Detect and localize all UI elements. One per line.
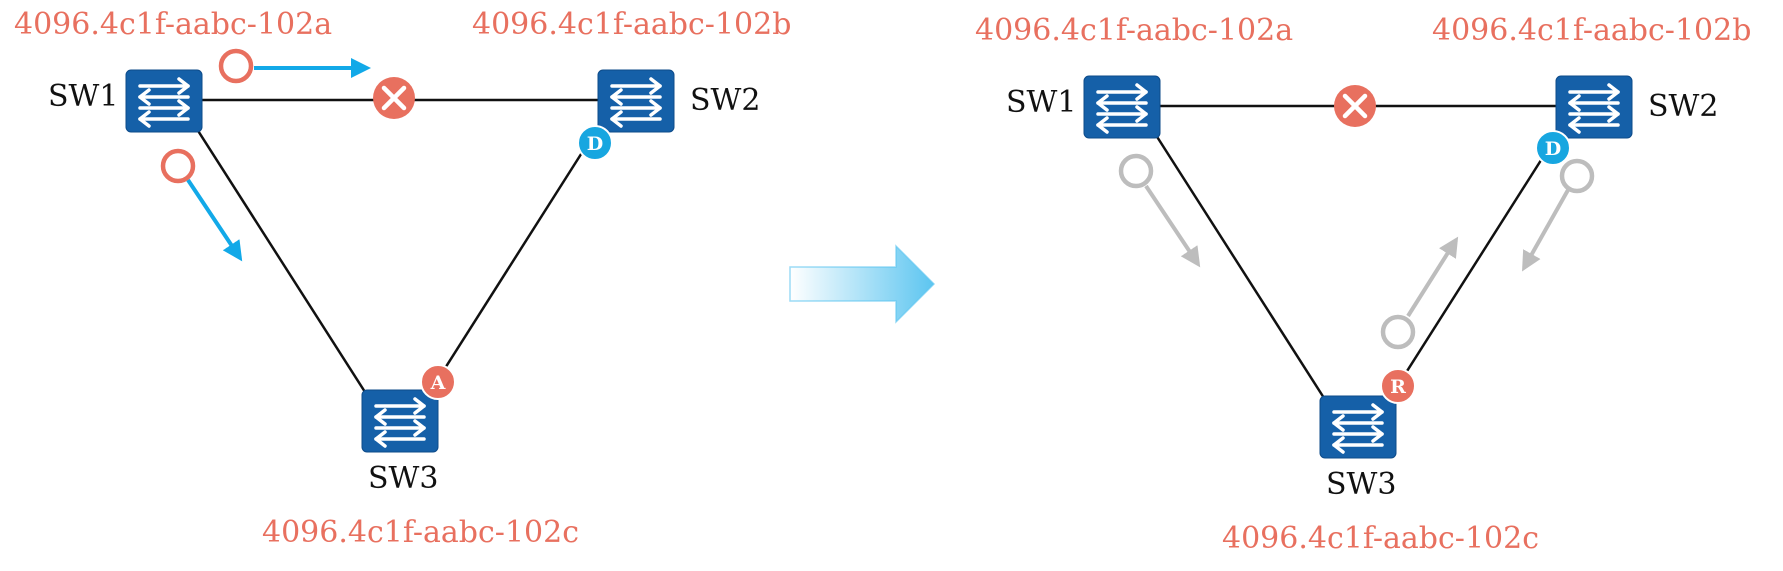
- switch-sw2-icon[interactable]: [596, 68, 676, 134]
- alternate-port-badge: A: [420, 364, 456, 400]
- designated-port-label: D: [587, 133, 603, 155]
- after-topology: D R SW1 SW2 SW3 4096.4c1f-aabc-102a 4096…: [975, 13, 1751, 556]
- sw1-bridge-id: 4096.4c1f-aabc-102a: [14, 7, 332, 42]
- root-port-label: R: [1390, 376, 1406, 398]
- bpdu-inactive-sw1-sw3-icon: [1118, 153, 1201, 268]
- link-sw1-sw3: [193, 125, 367, 393]
- sw2-label-after: SW2: [1648, 89, 1718, 124]
- bpdu-sw1-to-sw3-icon: [160, 148, 243, 262]
- switch-sw2-icon-after[interactable]: [1554, 74, 1634, 140]
- root-port-badge: R: [1380, 368, 1416, 404]
- switch-sw1-icon-after[interactable]: [1082, 74, 1162, 140]
- sw3-bridge-id-after: 4096.4c1f-aabc-102c: [1222, 521, 1539, 556]
- sw1-bridge-id-after: 4096.4c1f-aabc-102a: [975, 13, 1293, 48]
- sw3-label: SW3: [368, 461, 438, 496]
- designated-port-label-after: D: [1545, 138, 1561, 160]
- bpdu-inactive-sw2-sw3-icon: [1522, 158, 1595, 272]
- switch-sw3-icon-after[interactable]: [1318, 394, 1398, 460]
- link-sw1-sw3-after: [1152, 131, 1326, 399]
- designated-port-badge: D: [577, 125, 613, 161]
- sw3-bridge-id: 4096.4c1f-aabc-102c: [262, 515, 579, 550]
- bpdu-inactive-sw3-sw2-icon: [1380, 236, 1459, 350]
- switch-sw1-icon[interactable]: [124, 68, 204, 134]
- alternate-port-label: A: [430, 372, 446, 394]
- sw2-label: SW2: [690, 83, 760, 118]
- sw1-label: SW1: [48, 79, 118, 114]
- sw3-label-after: SW3: [1326, 467, 1396, 502]
- sw2-bridge-id-after: 4096.4c1f-aabc-102b: [1432, 13, 1751, 48]
- designated-port-badge-after: D: [1535, 130, 1571, 166]
- sw2-bridge-id: 4096.4c1f-aabc-102b: [472, 7, 791, 42]
- before-topology: D A SW1 SW2 SW3 4096.4c1f-aabc-102a 4096…: [14, 7, 791, 550]
- link-sw2-sw3-after: [1393, 145, 1552, 391]
- transition-arrow-icon: [789, 244, 936, 324]
- blocked-port-icon: [373, 77, 415, 119]
- blocked-port-icon-after: [1334, 85, 1376, 127]
- bpdu-sw1-to-sw2-icon: [218, 48, 371, 84]
- switch-sw3-icon[interactable]: [360, 388, 440, 454]
- link-sw2-sw3: [433, 139, 592, 385]
- sw1-label-after: SW1: [1006, 85, 1076, 120]
